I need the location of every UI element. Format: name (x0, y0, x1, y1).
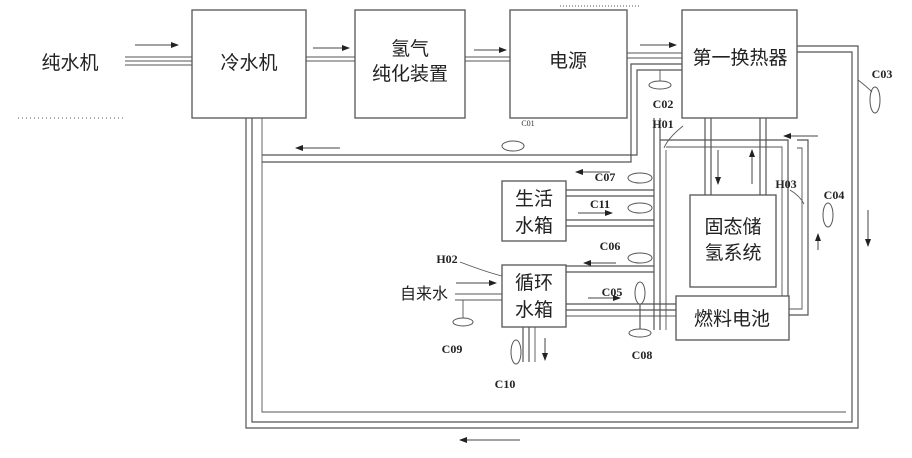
circulation-tank-label-2: 水箱 (515, 299, 553, 321)
pipe-power-to-exchanger (627, 53, 682, 58)
solid-hydrogen-label-2: 氢系统 (704, 242, 761, 264)
pipe-h03-loop (789, 140, 808, 315)
valve-c09 (453, 318, 473, 326)
valve-c08 (629, 329, 651, 337)
label-c04: C04 (824, 188, 845, 202)
solid-hydrogen-storage-box (690, 195, 776, 287)
pipe-pure-to-chiller (125, 57, 192, 65)
label-c08: C08 (632, 348, 653, 362)
pure-water-machine-label: 纯水机 (41, 52, 98, 74)
leader-h02 (460, 262, 502, 276)
first-heat-exchanger-label: 第一换热器 (692, 47, 787, 69)
hydrogen-purifier-label-2: 纯化装置 (372, 63, 448, 85)
pipe-exchanger-to-storage (705, 118, 766, 195)
label-c03: C03 (872, 67, 893, 81)
label-h02: H02 (436, 252, 457, 266)
label-c09: C09 (442, 342, 463, 356)
label-h03: H03 (775, 177, 796, 191)
valve-c01 (502, 141, 524, 151)
pipe-chiller-to-purifier (306, 57, 355, 61)
valve-c04 (823, 203, 833, 227)
label-c11: C11 (590, 197, 610, 211)
circulation-tank-label-1: 循环 (515, 272, 553, 294)
label-c01: C01 (521, 119, 534, 128)
solid-hydrogen-label-1: 固态储 (704, 216, 761, 238)
domestic-tank-label-2: 水箱 (515, 215, 553, 237)
leader-c03 (858, 80, 872, 92)
pipe-risers (654, 118, 666, 330)
pipe-purifier-to-power (465, 57, 510, 61)
label-c05: C05 (602, 285, 623, 299)
domestic-tank-label-1: 生活 (515, 188, 553, 210)
valve-c06 (628, 253, 652, 263)
valve-c07 (628, 173, 652, 183)
power-supply-label: 电源 (549, 50, 587, 72)
label-c06: C06 (600, 239, 621, 253)
fuel-cell-label: 燃料电池 (694, 308, 770, 330)
label-c02: C02 (653, 97, 674, 111)
valve-c10 (511, 340, 521, 364)
tap-water-label: 自来水 (400, 284, 448, 303)
valve-c05 (635, 282, 645, 304)
label-h01: H01 (652, 117, 673, 131)
chiller-label: 冷水机 (220, 52, 277, 74)
hydrogen-purifier-label-1: 氢气 (391, 38, 429, 60)
label-c10: C10 (495, 377, 516, 391)
label-c07: C07 (595, 170, 616, 184)
valve-c02 (649, 81, 671, 89)
valve-c11 (628, 203, 652, 213)
